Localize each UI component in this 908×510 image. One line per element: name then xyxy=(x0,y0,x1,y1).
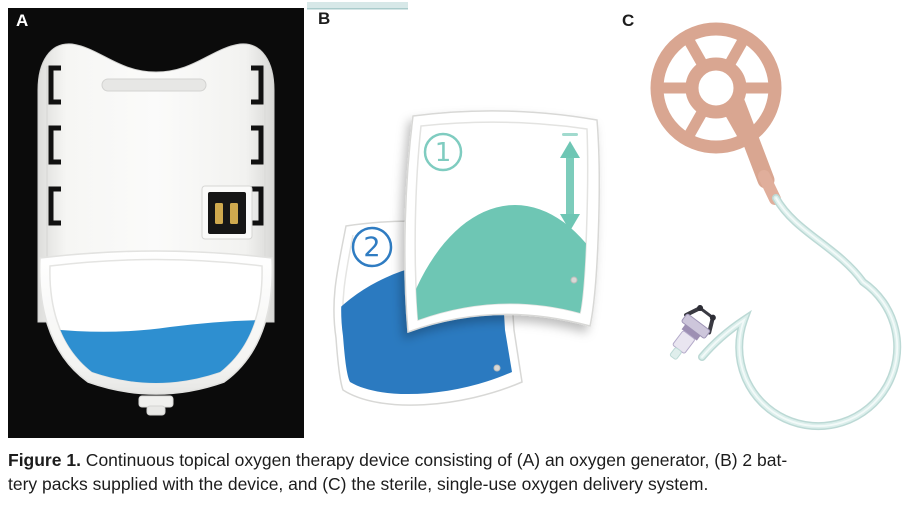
figure-graphics: 2 1 xyxy=(8,2,902,438)
panel-c-label: C xyxy=(622,11,635,30)
luer-connector xyxy=(669,305,716,360)
battery-2-blue-area xyxy=(341,260,512,395)
reservoir-bowl xyxy=(38,250,274,395)
clip-left-2 xyxy=(48,125,61,165)
connector-port xyxy=(201,185,253,240)
bottom-nozzle xyxy=(138,395,174,416)
oxygen-tubing xyxy=(698,194,902,431)
handle-slot xyxy=(101,78,207,92)
clip-right-1 xyxy=(251,65,264,105)
battery-2-screw xyxy=(493,364,501,372)
clip-right-2 xyxy=(251,125,264,165)
side-clips xyxy=(48,65,264,226)
clip-left-1 xyxy=(48,65,61,105)
battery-2-number-badge: 2 xyxy=(351,226,393,268)
oxygen-generator-panel xyxy=(8,8,304,438)
battery-1-number-badge: 1 xyxy=(423,132,463,172)
battery-1-screw xyxy=(570,276,578,284)
top-artifact-strip xyxy=(307,2,408,9)
caption-text-1: Continuous topical oxygen therapy device… xyxy=(80,450,788,470)
battery-1-number: 1 xyxy=(435,138,452,168)
double-arrow-icon xyxy=(560,133,580,239)
clip-right-3 xyxy=(251,186,264,226)
pad-stem xyxy=(728,95,775,189)
figure-caption: Figure 1. Continuous topical oxygen ther… xyxy=(8,448,902,496)
battery-pack-1: 1 xyxy=(404,110,600,334)
panel-b-label: B xyxy=(318,9,331,28)
battery-packs-panel: 2 1 xyxy=(333,110,600,406)
delivery-system-wheel xyxy=(650,22,782,154)
stem-sleeve xyxy=(758,170,781,205)
caption-line-1: Figure 1. Continuous topical oxygen ther… xyxy=(8,448,902,472)
connector-pin-2 xyxy=(230,203,238,224)
battery-2-number: 2 xyxy=(363,232,380,263)
delivery-system-panel xyxy=(650,22,902,431)
top-artifact-edge xyxy=(307,8,408,10)
panel-a-label: A xyxy=(16,11,29,30)
connector-pin-1 xyxy=(215,203,223,224)
caption-line-2: tery packs supplied with the device, and… xyxy=(8,474,709,494)
caption-figure-label: Figure 1. xyxy=(8,450,81,470)
clip-left-3 xyxy=(48,186,61,226)
